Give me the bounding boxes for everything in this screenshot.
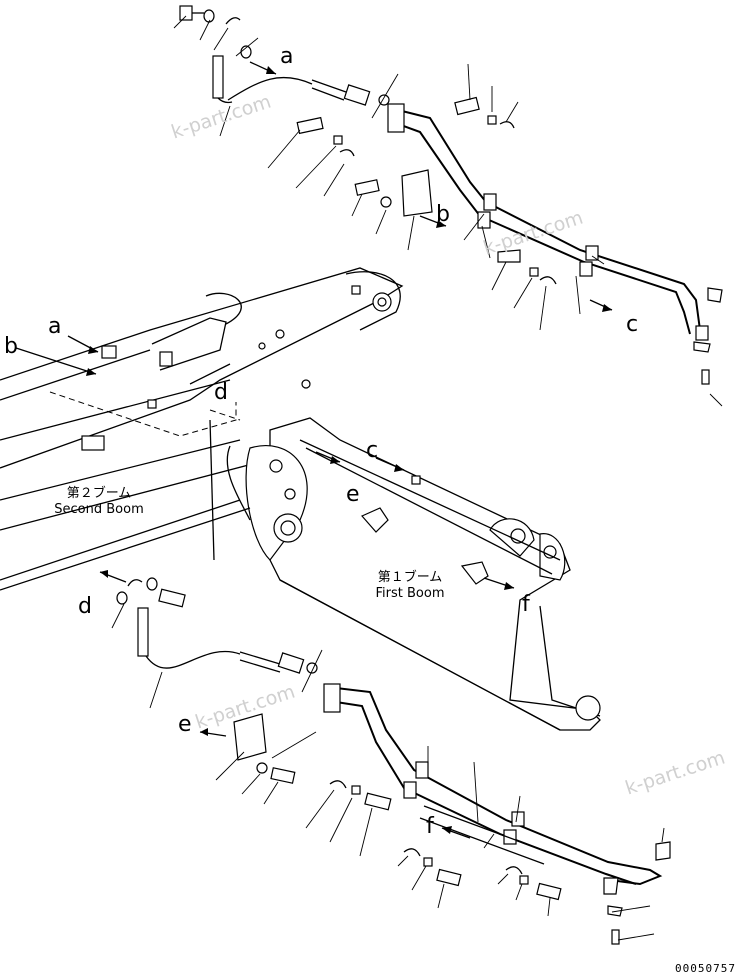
lower-pipes: [199, 683, 671, 945]
second-boom-label-en: Second Boom: [54, 502, 144, 517]
upper-right-pipes: [267, 63, 723, 407]
first-boom: [0, 285, 601, 731]
callout-d-mid: d: [214, 380, 228, 405]
drawing-number: 00050757: [675, 962, 736, 975]
callout-e-mid: e: [346, 482, 360, 507]
callout-e-lower: e: [178, 712, 192, 737]
first-boom-label: 第１ブーム First Boom: [358, 570, 462, 602]
callout-b-top: b: [436, 202, 450, 227]
first-boom-label-en: First Boom: [375, 586, 445, 601]
second-boom-label-jp: 第２ブーム: [66, 486, 132, 501]
callout-d-lower: d: [78, 594, 92, 619]
lower-hose-assembly: [99, 570, 323, 709]
second-boom-label: 第２ブーム Second Boom: [44, 486, 154, 518]
callout-a-top: a: [280, 44, 294, 69]
callout-f-lower: f: [426, 814, 434, 839]
callout-b-left: b: [4, 334, 18, 359]
callout-c-mid: c: [366, 438, 379, 463]
callout-c-top: c: [626, 312, 639, 337]
callout-f-mid: f: [522, 592, 530, 617]
callout-a-left: a: [48, 314, 62, 339]
top-hose-assembly: [173, 5, 399, 137]
first-boom-label-jp: 第１ブーム: [377, 570, 443, 585]
second-boom: [0, 267, 404, 531]
